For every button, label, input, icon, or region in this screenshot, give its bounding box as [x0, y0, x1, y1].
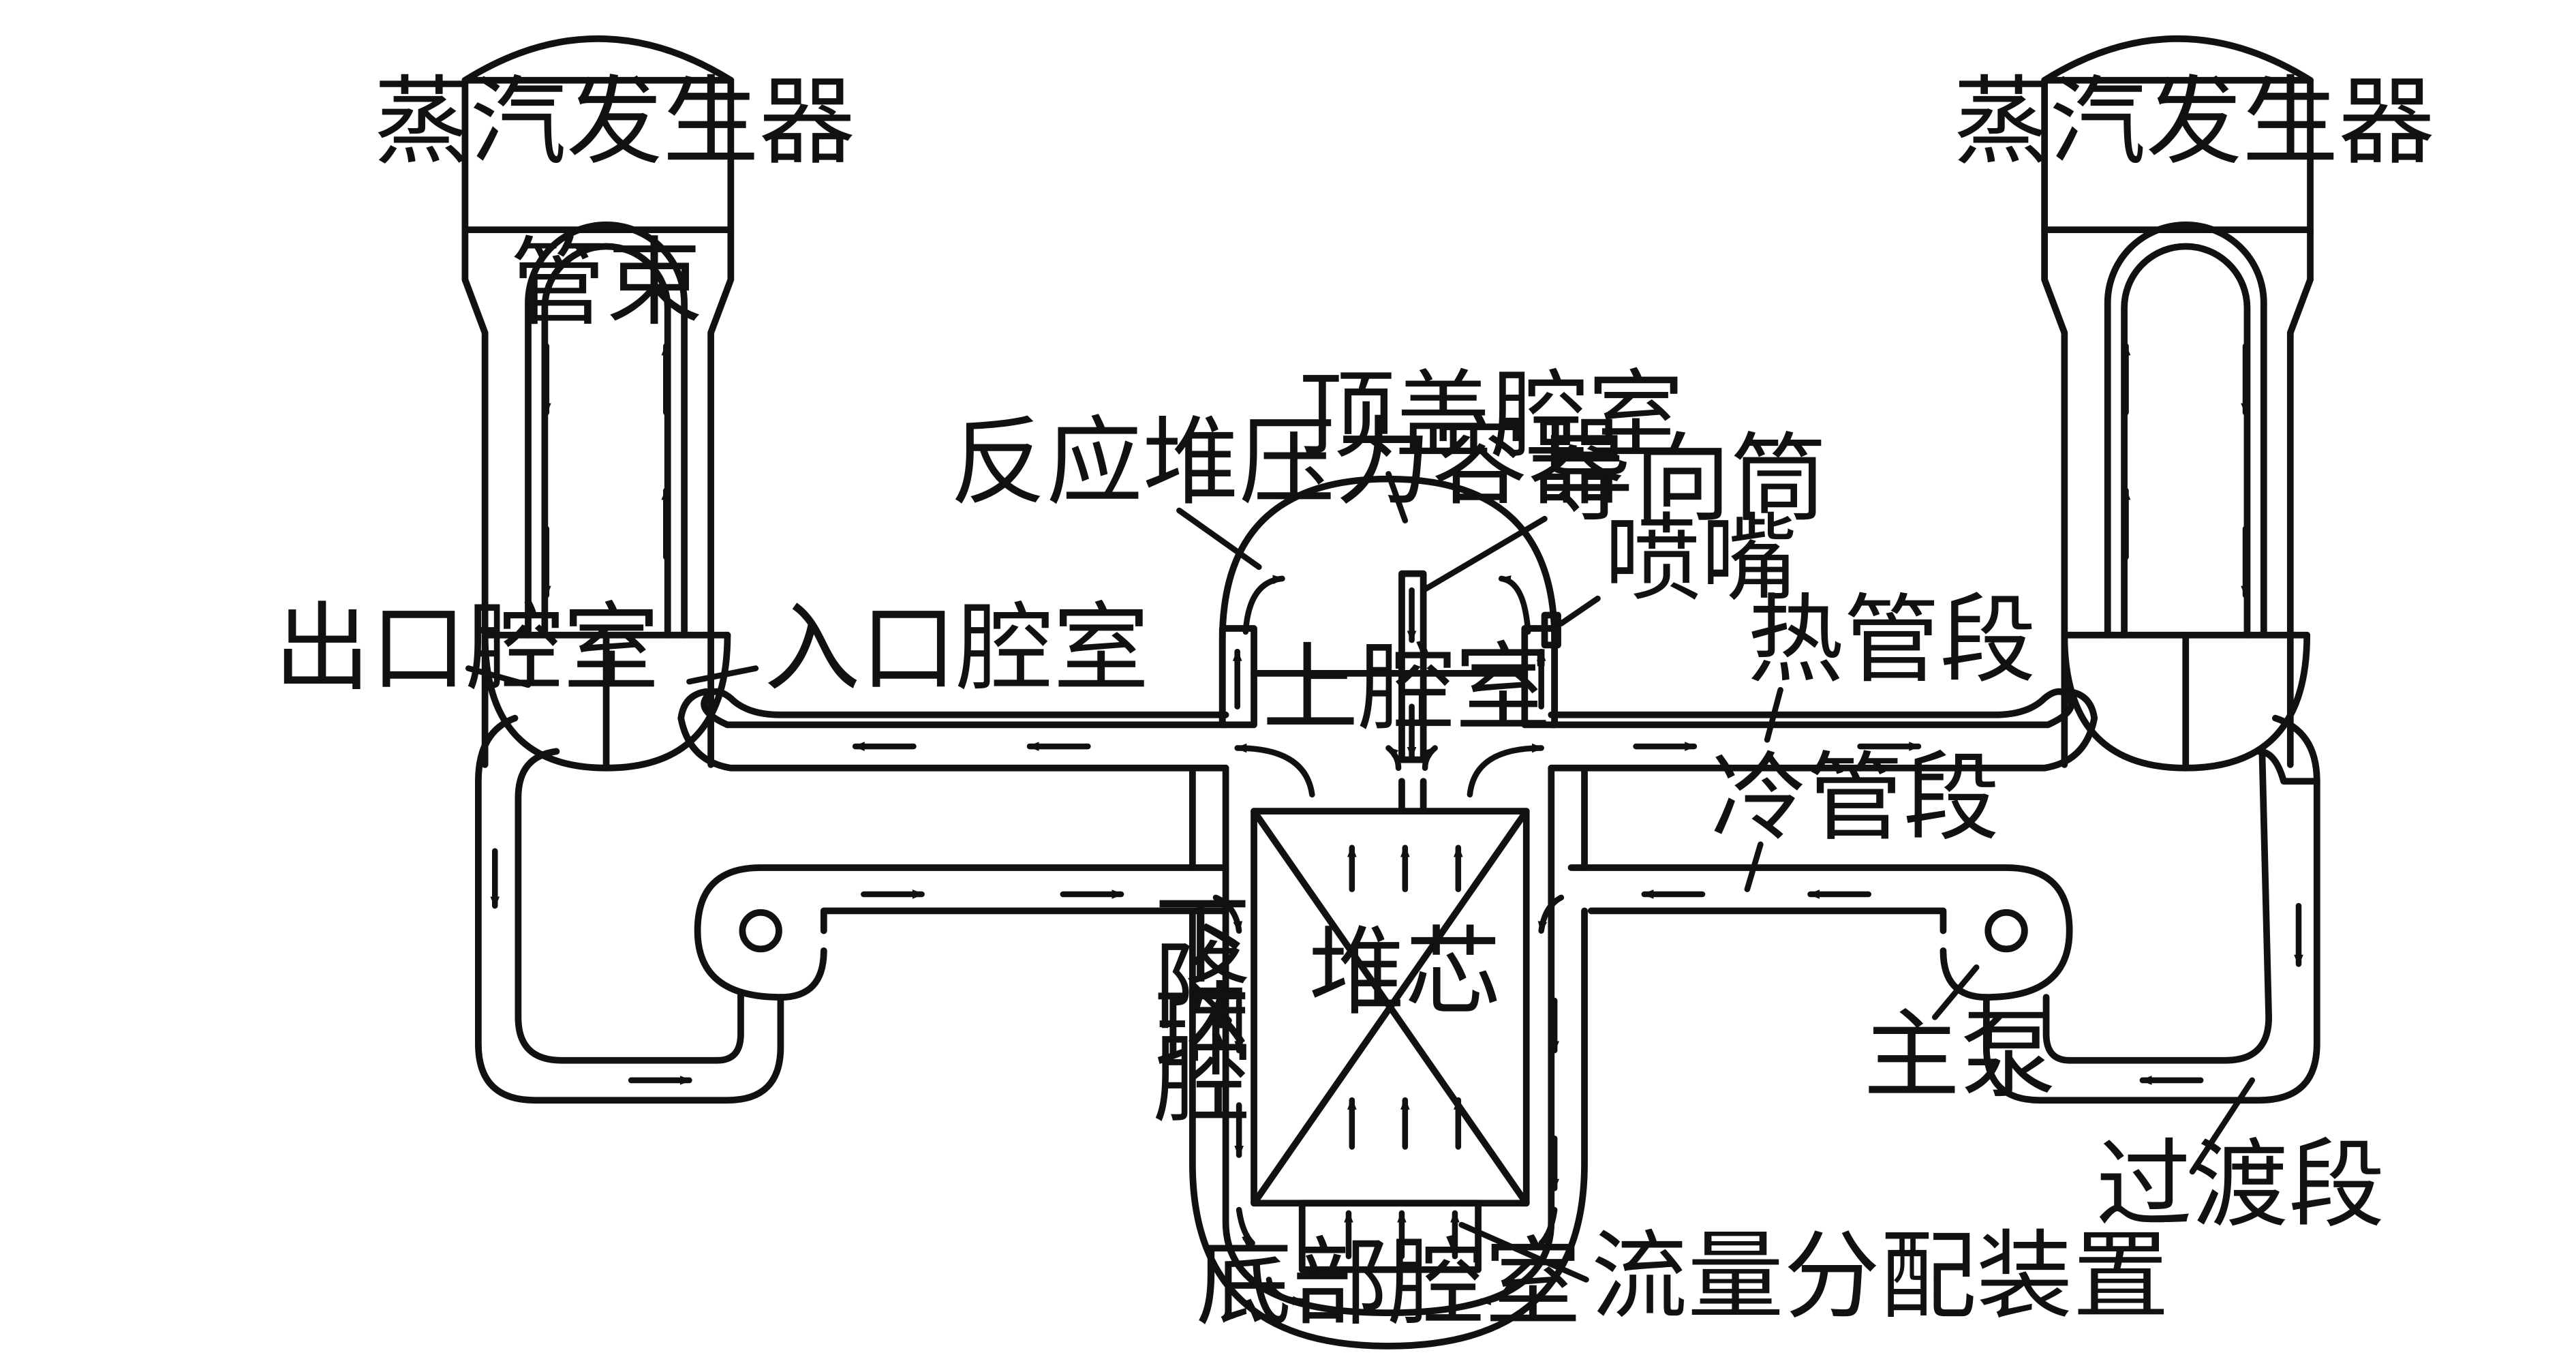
label-upper-plenum: 上腔室: [1262, 633, 1551, 745]
reactor-pressure-vessel: [1189, 475, 1588, 1350]
main-pump-left: [694, 864, 1229, 1001]
steam-generator-right: [2041, 35, 2314, 772]
label-lower-plenum: 底部腔室: [1196, 1228, 1581, 1339]
label-crossover-leg: 过渡段: [2096, 1129, 2385, 1241]
label-inlet-plenum: 入口腔室: [764, 593, 1149, 705]
label-hot-leg: 热管段: [1747, 585, 2036, 697]
tube-bundle-arrows-right: [2121, 343, 2250, 598]
label-core: 堆芯: [1308, 917, 1501, 1029]
label-cold-leg: 冷管段: [1711, 742, 1999, 854]
label-flow-distributor: 流量分配装置: [1591, 1221, 2169, 1333]
hot-leg-left: [677, 688, 1229, 772]
label-guide-tube: 导向筒: [1538, 423, 1827, 535]
main-pump-right: [1567, 864, 2073, 1001]
label-outlet-plenum: 出口腔室: [274, 593, 659, 705]
label-nozzle: 喷嘴: [1604, 503, 1797, 615]
hot-leg-right: [1548, 688, 2098, 772]
steam-generator-left: [461, 35, 735, 772]
label-steam-generator-right: 蒸汽发生器: [1953, 66, 2435, 178]
label-steam-generator-left: 蒸汽发生器: [373, 66, 855, 178]
label-head-plenum: 顶盖腔室: [1299, 361, 1684, 472]
label-downcomer-char: 降: [1154, 932, 1251, 1044]
label-downcomer-char: 腔: [1154, 1025, 1251, 1137]
crossover-leg-arrows: [490, 848, 2303, 1085]
label-downcomer: 下 降 环 腔: [1154, 885, 1251, 1137]
crossover-leg-left: [475, 714, 784, 1104]
tube-bundle-arrows-left: [541, 343, 671, 598]
label-tube-bundle: 管束: [510, 228, 703, 339]
label-main-pump: 主泵: [1863, 1000, 2056, 1112]
crossover-leg-right: [1982, 714, 2320, 1104]
leader-lines: [465, 471, 2256, 1283]
vessel-flow-arrows: [1212, 575, 1565, 1306]
label-pressure-vessel: 反应堆压力容器: [950, 407, 1624, 519]
label-downcomer-char: 环: [1154, 978, 1251, 1090]
label-downcomer-char: 下: [1154, 885, 1251, 997]
